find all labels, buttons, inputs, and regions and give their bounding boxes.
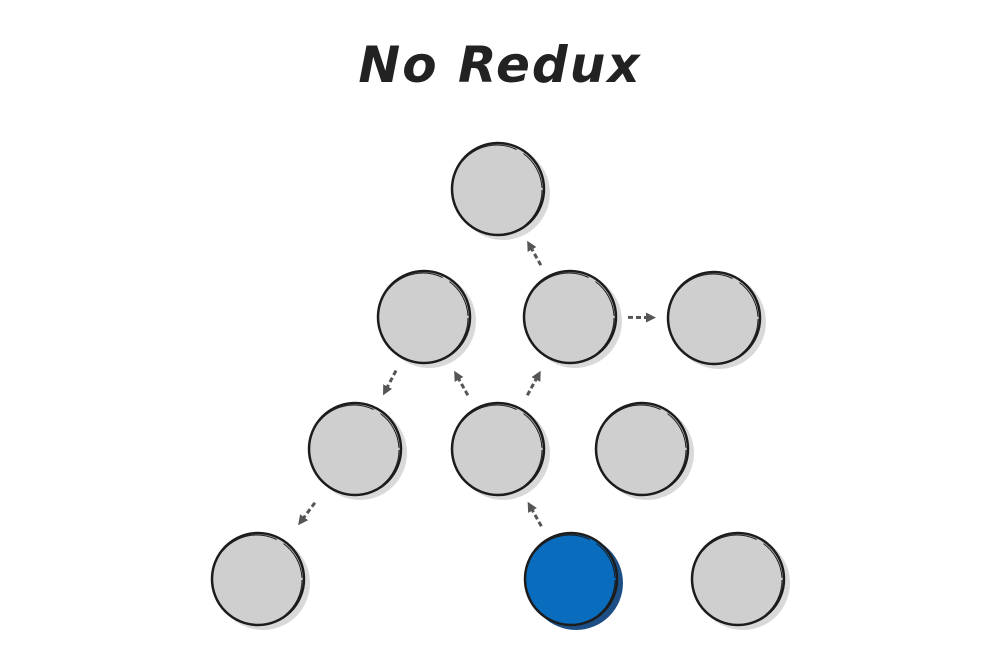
node-l2-middle bbox=[450, 401, 550, 500]
nodes-layer bbox=[210, 141, 790, 630]
node-sketch-outline bbox=[524, 534, 616, 626]
node-sketch-outline bbox=[451, 144, 543, 236]
node-root bbox=[450, 141, 550, 240]
node-sketch-outline bbox=[691, 534, 783, 626]
node-sketch-outline bbox=[595, 404, 687, 496]
node-sketch-outline bbox=[667, 273, 759, 365]
node-sketch-outline bbox=[308, 404, 400, 496]
arrows-layer bbox=[298, 240, 656, 527]
arrow-l1-left-to-l2-left bbox=[383, 369, 398, 396]
node-l3-left bbox=[210, 531, 310, 630]
node-l1-middle bbox=[522, 269, 622, 368]
arrow-l3-middle-to-l2-middle bbox=[527, 501, 543, 527]
node-sketch-outline bbox=[523, 272, 615, 364]
node-l2-left bbox=[307, 401, 407, 500]
node-sketch-outline bbox=[451, 404, 543, 496]
arrow-l2-middle-to-l1-middle bbox=[525, 370, 541, 397]
node-l1-right bbox=[666, 270, 766, 369]
node-l1-left bbox=[376, 269, 476, 368]
arrow-l2-left-to-l3-left bbox=[298, 501, 317, 526]
node-l3-middle bbox=[523, 531, 623, 630]
node-sketch-outline bbox=[377, 272, 469, 364]
node-l3-right bbox=[690, 531, 790, 630]
arrow-l1-middle-to-root bbox=[527, 240, 543, 266]
node-sketch-outline bbox=[211, 534, 303, 626]
arrow-l2-middle-to-l1-left bbox=[454, 370, 470, 396]
node-l2-right bbox=[594, 401, 694, 500]
diagram-title: No Redux bbox=[358, 36, 641, 94]
